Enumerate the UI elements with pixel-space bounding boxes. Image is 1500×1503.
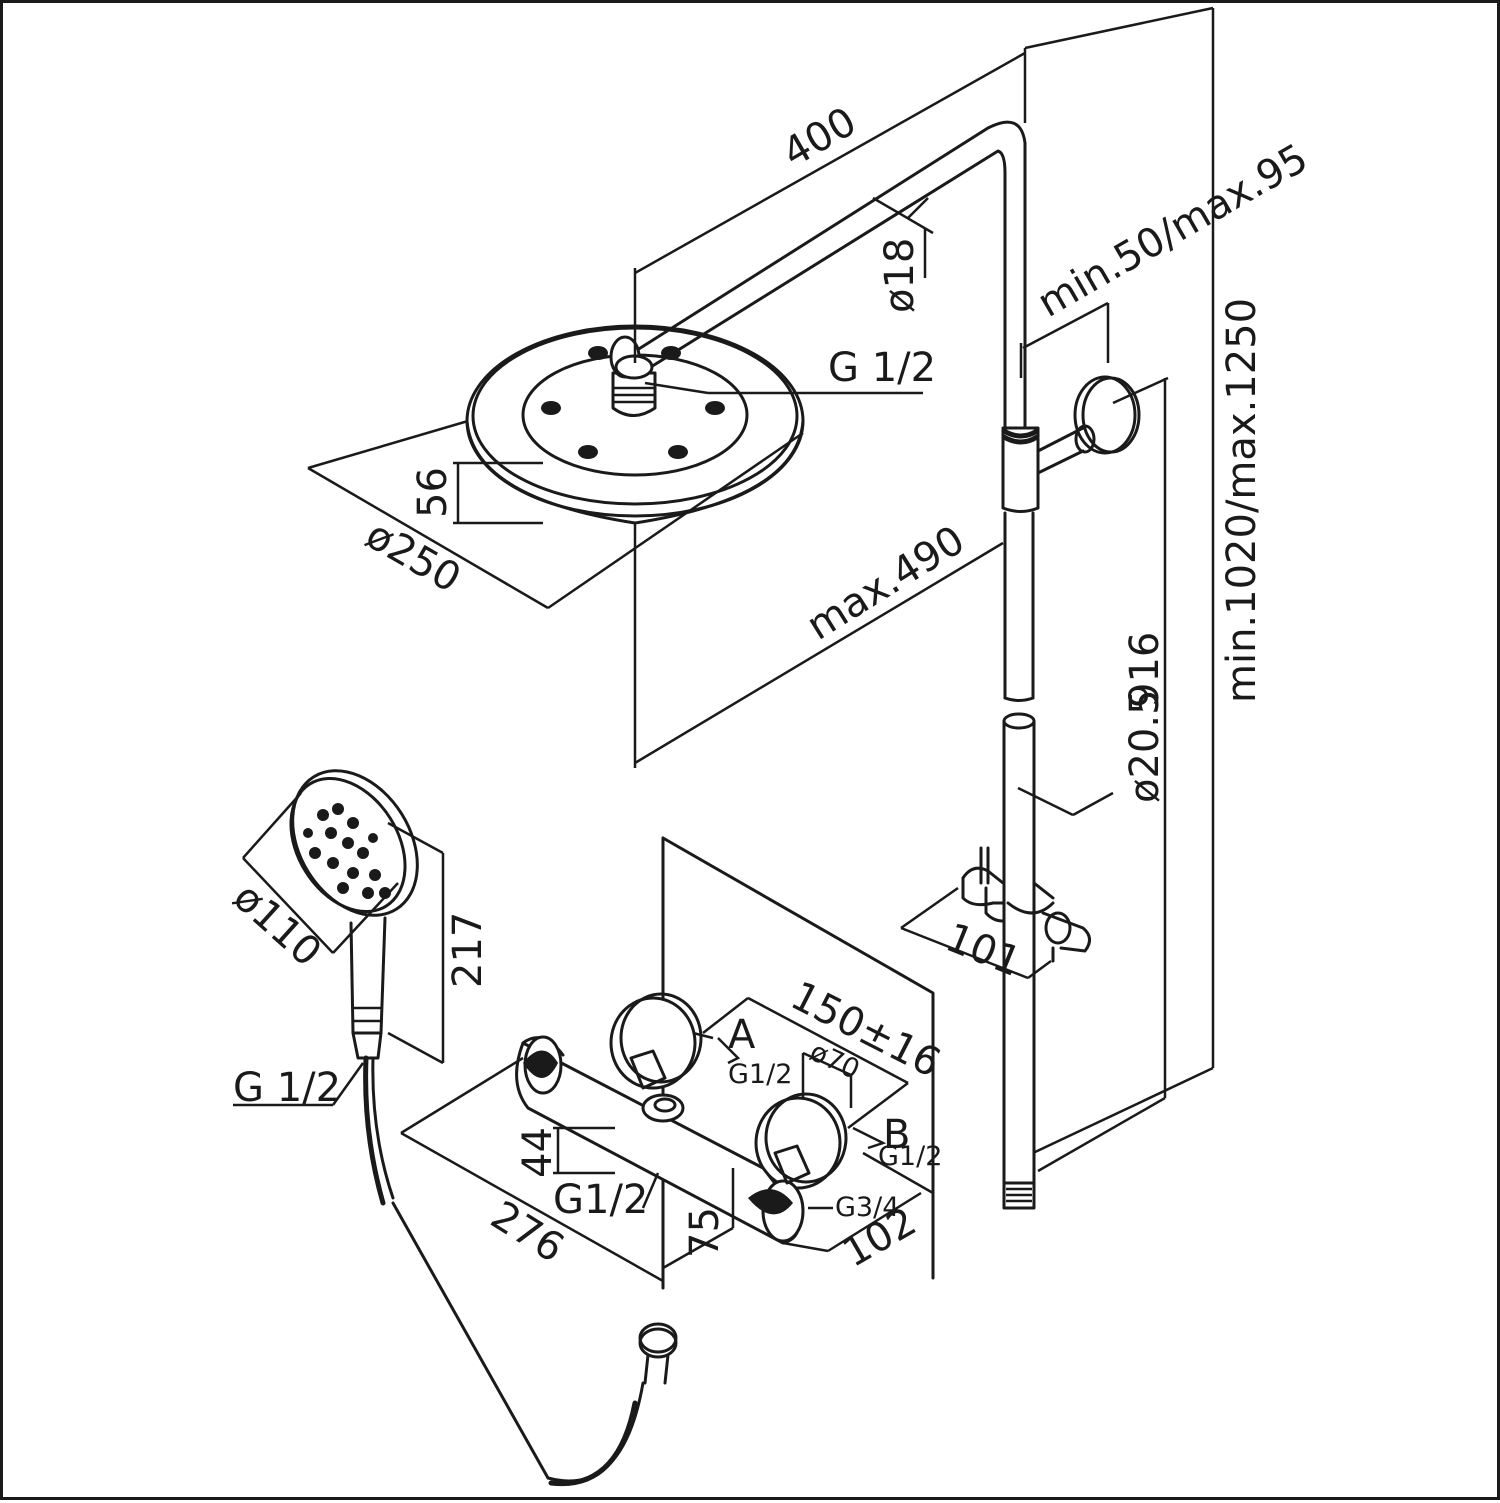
label-rail-length: 916 (1122, 632, 1168, 708)
label-body-height: 44 (515, 1127, 561, 1178)
height-adjust-joint (1001, 426, 1040, 513)
label-head-connection: G 1/2 (828, 345, 936, 391)
label-hose-connection: G 1/2 (233, 1065, 341, 1111)
technical-drawing: 400 ø18 G 1/2 56 ø250 max.490 min.50/max… (224, 6, 1316, 1487)
label-hand-diameter: ø110 (224, 874, 330, 976)
hand-shower (289, 769, 419, 1060)
label-bracket-range: min.50/max.95 (1030, 135, 1316, 326)
shower-arm (621, 120, 1027, 377)
label-mixer-outlet: G3/4 (835, 1192, 899, 1223)
wall-bracket (1036, 375, 1141, 475)
dimension-lines (233, 6, 1215, 1283)
label-head-height: 56 (410, 467, 456, 518)
label-body-offset: 75 (682, 1207, 728, 1258)
label-rail-diameter: ø20.5 (1122, 689, 1168, 803)
label-arm-diameter: ø18 (877, 238, 923, 313)
thermostatic-mixer (515, 836, 935, 1290)
label-head-diameter: ø250 (358, 512, 468, 602)
label-outlet-a-thread: G1/2 (728, 1059, 792, 1090)
dimension-labels: 400 ø18 G 1/2 56 ø250 max.490 min.50/max… (224, 99, 1315, 1277)
label-outlet-b-thread: G1/2 (878, 1141, 942, 1172)
label-total-height: min.1020/max.1250 (1219, 298, 1265, 703)
label-outlet-b: B (883, 1112, 910, 1158)
slide-rail (1002, 712, 1036, 1210)
label-bottom-outlet: G1/2 (553, 1177, 648, 1223)
shower-hose (363, 1055, 678, 1487)
riser-pipe (1003, 141, 1035, 702)
label-slider-width: 101 (939, 915, 1027, 986)
label-hand-length: 217 (445, 912, 491, 988)
label-outlet-a: A (728, 1012, 756, 1058)
label-max-projection: max.490 (799, 517, 973, 649)
hand-shower-holder (961, 846, 1091, 963)
label-arm-length: 400 (775, 99, 864, 177)
